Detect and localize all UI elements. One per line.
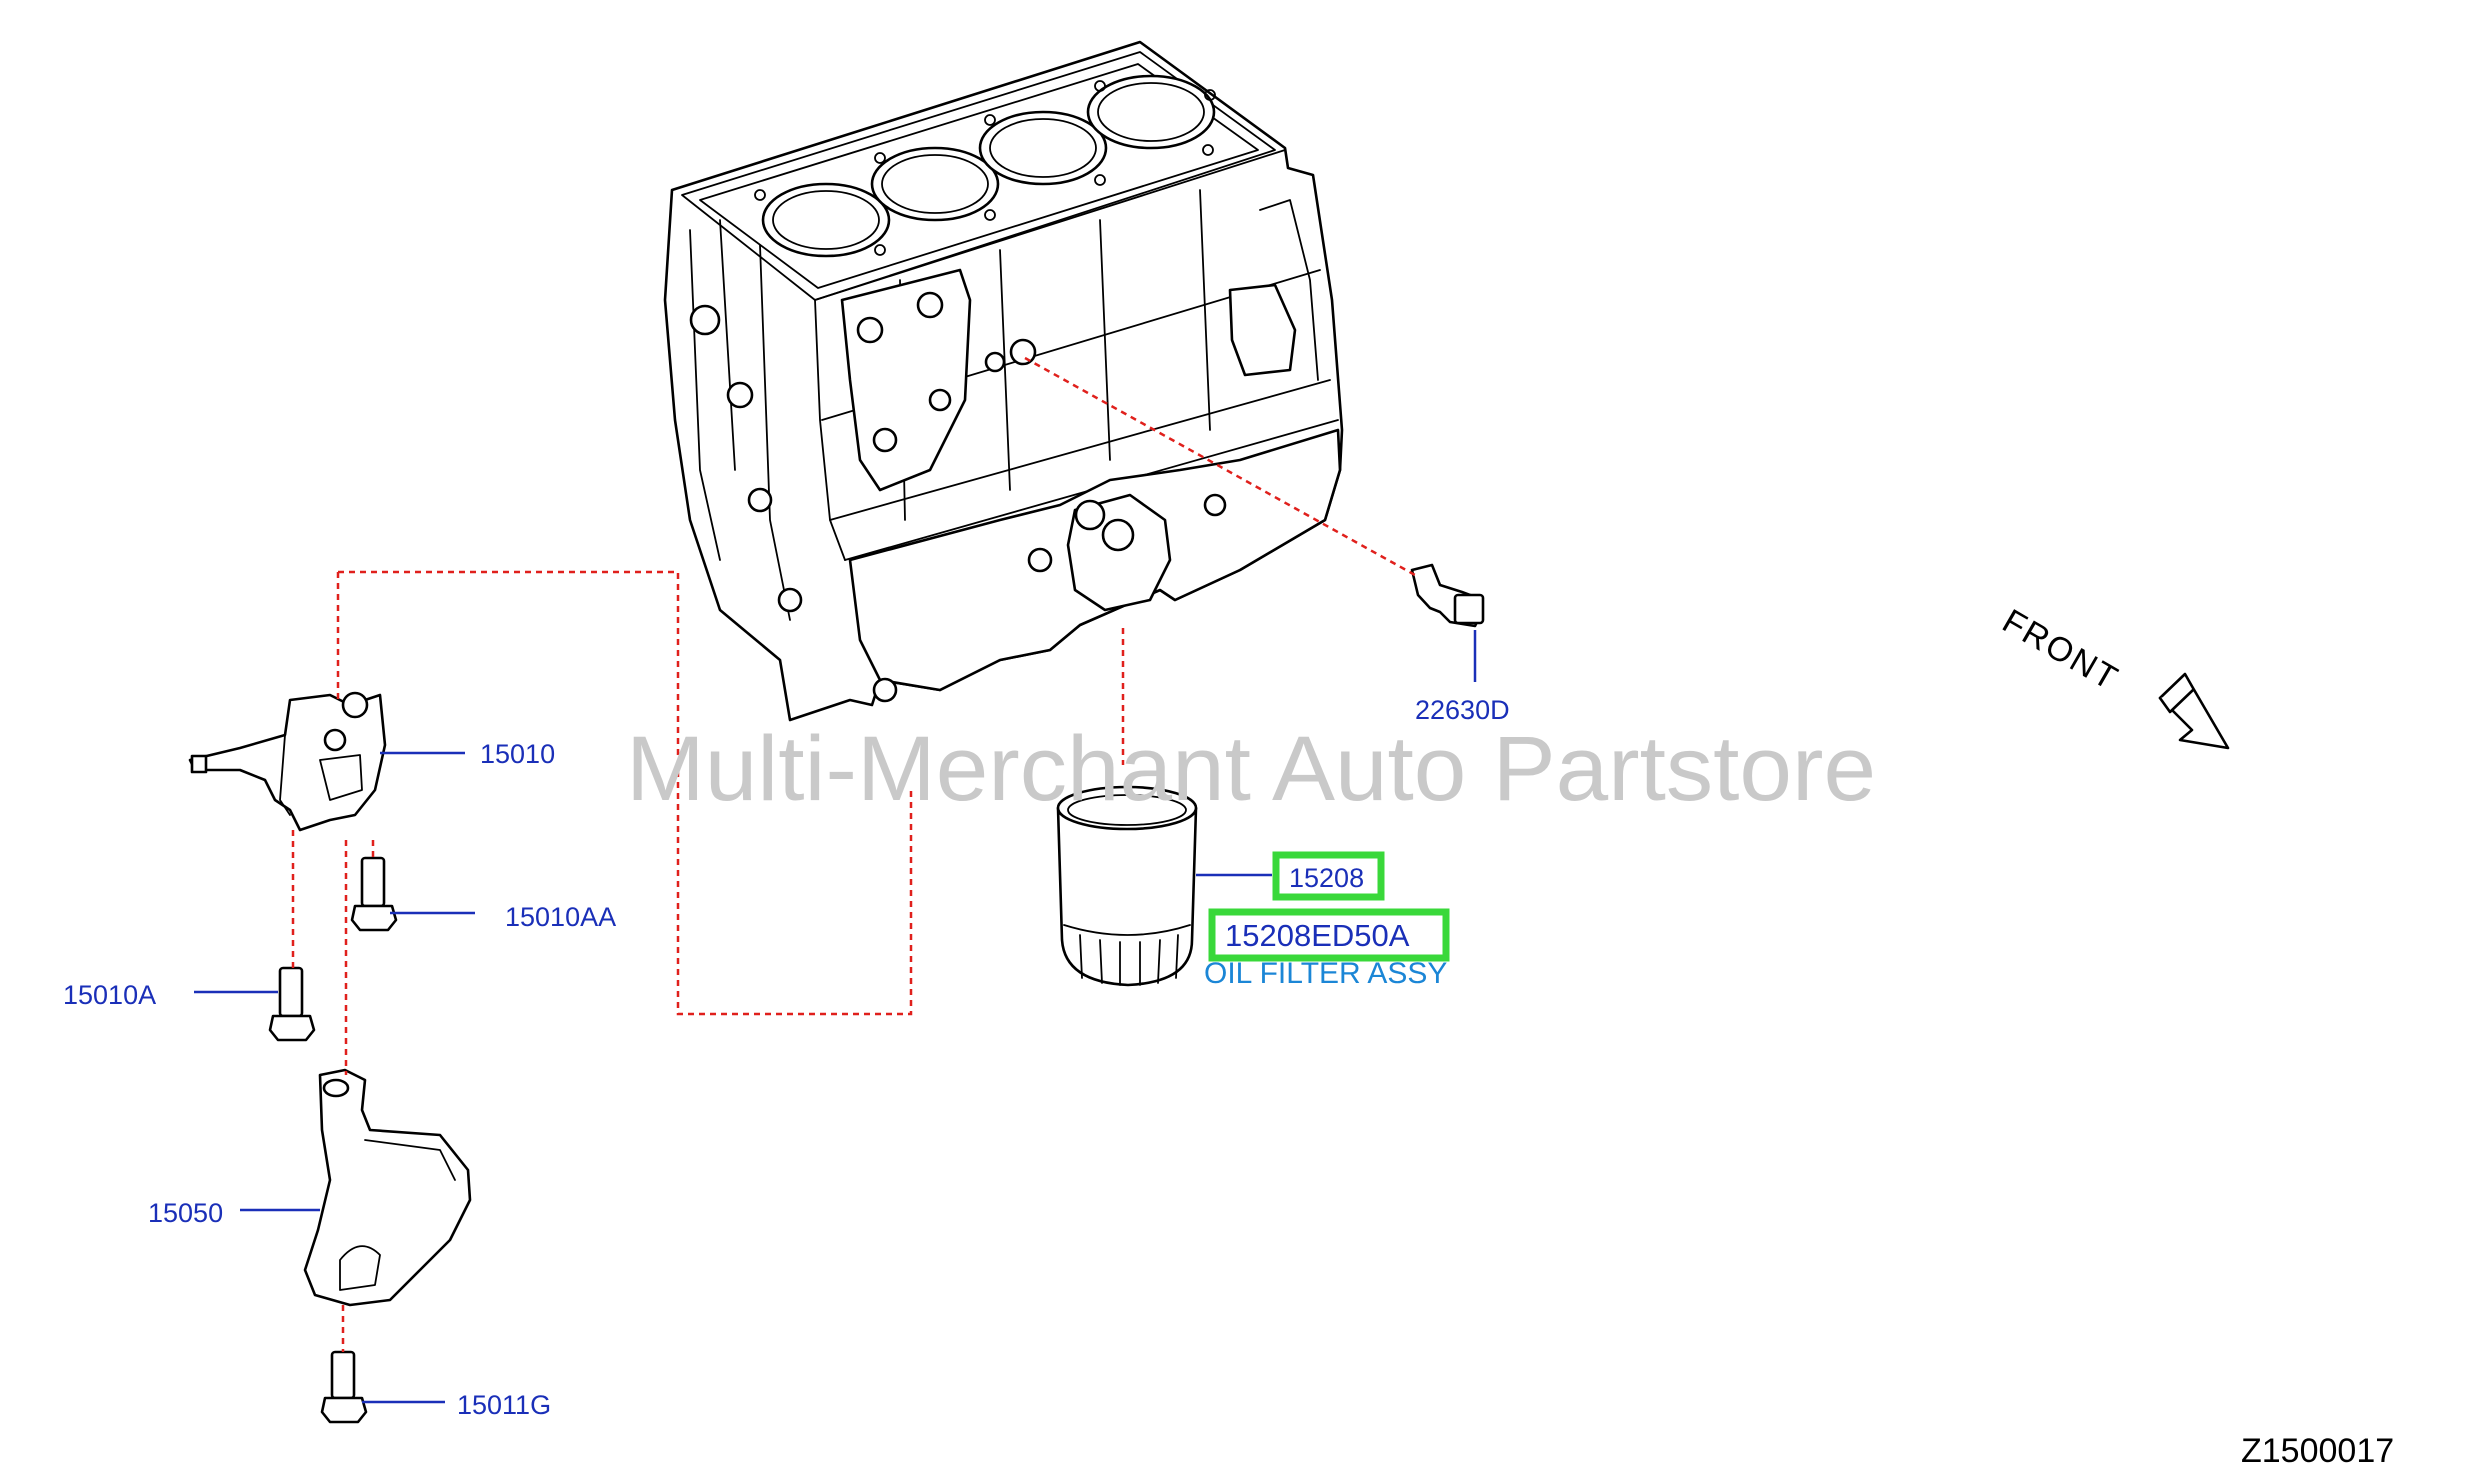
highlight-box-oil-filter <box>1272 851 1385 901</box>
label-pump-bolt-lower[interactable]: 15010A <box>63 980 156 1010</box>
label-strainer[interactable]: 15050 <box>148 1198 223 1228</box>
label-pump-bolt-upper[interactable]: 15010AA <box>505 902 616 932</box>
diagram-code: Z1500017 <box>2241 1432 2394 1470</box>
oil-filter-illustration <box>1056 785 1198 987</box>
cylinder-bores <box>761 74 1216 258</box>
pump-bolt-upper-illustration <box>350 856 398 932</box>
label-oil-filter-part-number[interactable]: 15208ED50A <box>1225 918 1410 953</box>
engine-block-illustration <box>663 40 1344 722</box>
label-oil-pump[interactable]: 15010 <box>480 739 555 769</box>
leader-lines <box>194 630 1477 1404</box>
label-strainer-bolt[interactable]: 15011G <box>457 1390 551 1420</box>
label-temp-sensor[interactable]: 22630D <box>1415 695 1510 725</box>
pump-bolt-lower-illustration <box>268 966 316 1042</box>
assembly-lines <box>291 356 1416 1352</box>
label-oil-filter[interactable]: 15208 <box>1289 863 1364 893</box>
front-orientation-label: FRONT <box>1996 602 2125 698</box>
highlight-box-oil-filter-part-number <box>1208 908 1450 962</box>
oil-pump-illustration <box>188 691 387 832</box>
watermark: Multi-Merchant Auto Partstore <box>626 718 1876 820</box>
strainer-illustration <box>303 1068 472 1307</box>
label-oil-filter-description: OIL FILTER ASSY <box>1204 957 1447 990</box>
strainer-bolt-illustration <box>320 1350 368 1424</box>
front-arrow-icon <box>2158 672 2230 750</box>
temp-sensor-illustration <box>1410 563 1485 628</box>
